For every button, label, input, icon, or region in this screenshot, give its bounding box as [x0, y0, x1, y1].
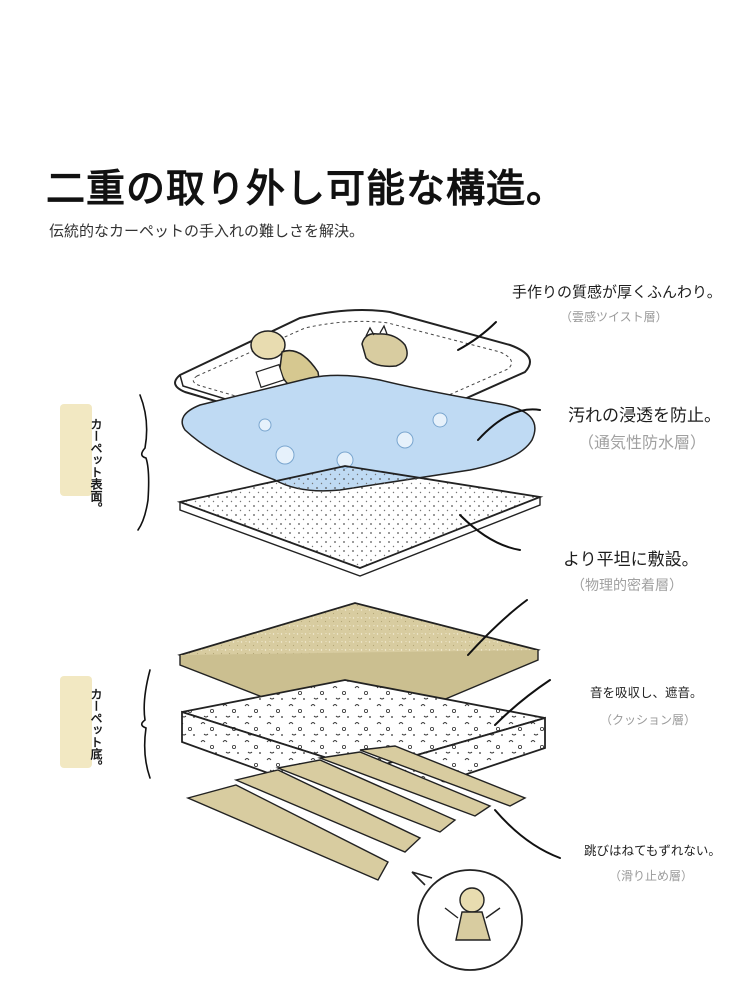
page-subtitle: 伝統的なカーペットの手入れの難しさを解決。	[49, 222, 365, 240]
side-tag-bottom: カーペット底。	[89, 688, 103, 772]
braces	[137, 394, 151, 779]
side-tag-top-bg	[60, 404, 92, 496]
layer-2-title: 汚れの浸透を防止。	[568, 406, 721, 426]
page-title: 二重の取り外し可能な構造。	[46, 167, 567, 212]
jumping-child-bubble	[411, 869, 523, 971]
anti-slip-layer	[185, 745, 527, 888]
side-tag-bottom-bg	[60, 676, 92, 768]
waterproof-layer	[181, 374, 536, 492]
layer-2-sub: （通気性防水層）	[578, 433, 707, 452]
layer-4-sub: （クッション層）	[600, 713, 697, 727]
cat	[361, 324, 408, 368]
layer-5-title: 跳びはねてもずれない。	[584, 843, 721, 858]
layer-1-title: 手作りの質感が厚くふんわり。	[512, 283, 722, 301]
layer-4-title: 音を吸収し、遮音。	[590, 685, 703, 700]
layer-5-sub: （滑り止め層）	[609, 869, 694, 883]
layer-1-sub: （雲感ツイスト層）	[560, 310, 668, 324]
side-tag-top: カーペット表面。	[89, 418, 103, 514]
layer-3-title: より平坦に敷設。	[563, 550, 699, 570]
layer-3-sub: （物理的密着層）	[571, 578, 683, 594]
adhesion-layer	[176, 465, 544, 577]
leader-lines	[457, 321, 561, 859]
